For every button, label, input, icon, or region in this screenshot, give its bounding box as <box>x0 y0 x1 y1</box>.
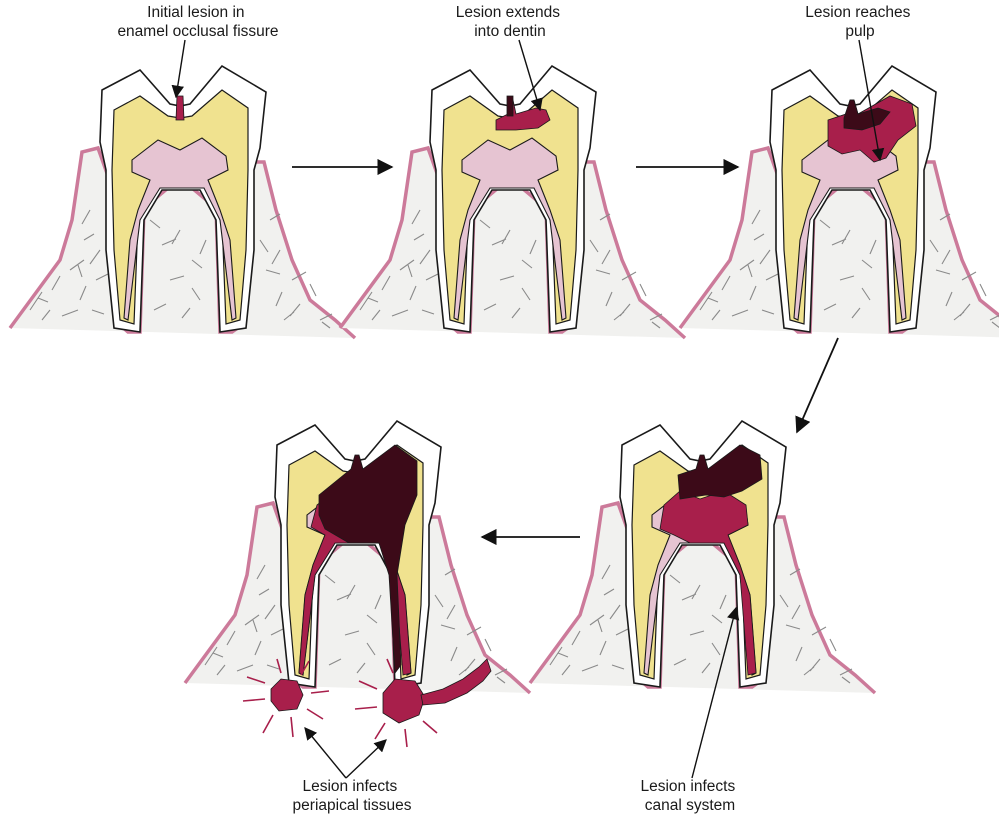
bone-trabeculae <box>549 564 853 684</box>
label-stage3-line1: Lesion reaches <box>805 4 910 21</box>
fissure-lesion <box>175 95 185 121</box>
pointer-stage2 <box>518 39 543 112</box>
label-stage4-line1: Lesion infects <box>640 778 735 795</box>
label-stage5-line1: Lesion infects <box>302 778 397 795</box>
sinus-tract <box>420 658 492 706</box>
bone-trabeculae <box>699 209 999 328</box>
fissure-lesion <box>506 95 514 117</box>
periapical-lesion-left <box>242 658 330 738</box>
cavitation <box>677 444 763 500</box>
stage-1-tooth <box>8 65 357 340</box>
periapical-abscess <box>270 678 304 712</box>
label-stage4: Lesion infects canal system <box>640 778 739 814</box>
label-stage3: Lesion reaches pulp <box>805 4 914 40</box>
pointer-stage5-left <box>304 727 347 779</box>
bone-trabeculae <box>204 564 508 684</box>
label-stage1-line1: Initial lesion in <box>147 4 244 21</box>
pointer-stage1 <box>171 39 186 99</box>
bone-trabeculae <box>359 209 663 329</box>
label-stage2-line2: into dentin <box>474 23 546 40</box>
label-stage5-line2: periapical tissues <box>293 797 412 814</box>
pointer-stage5-right <box>345 739 387 779</box>
periapical-lesion-right <box>354 658 492 748</box>
stage-3-tooth <box>678 65 999 340</box>
necrotic-pulp <box>318 444 418 675</box>
label-stage1-line2: enamel occlusal fissure <box>117 23 278 40</box>
label-stage2-line1: Lesion extends <box>456 4 561 21</box>
label-stage2: Lesion extends into dentin <box>456 4 565 40</box>
arrow-stage3-to-stage4 <box>795 337 839 434</box>
label-stage1: Initial lesion in enamel occlusal fissur… <box>117 4 278 40</box>
stage-5-tooth <box>183 420 532 748</box>
stage-4-tooth <box>528 420 877 695</box>
pointer-stage4 <box>691 606 740 779</box>
stage-2-tooth <box>338 65 687 340</box>
cavitation <box>843 99 891 131</box>
periapical-abscess <box>382 678 426 724</box>
label-stage4-line2: canal system <box>645 797 735 814</box>
bone-trabeculae <box>29 209 333 329</box>
pointer-stage3 <box>858 39 885 162</box>
label-stage3-line2: pulp <box>845 23 874 40</box>
label-stage5: Lesion infects periapical tissues <box>293 778 412 814</box>
